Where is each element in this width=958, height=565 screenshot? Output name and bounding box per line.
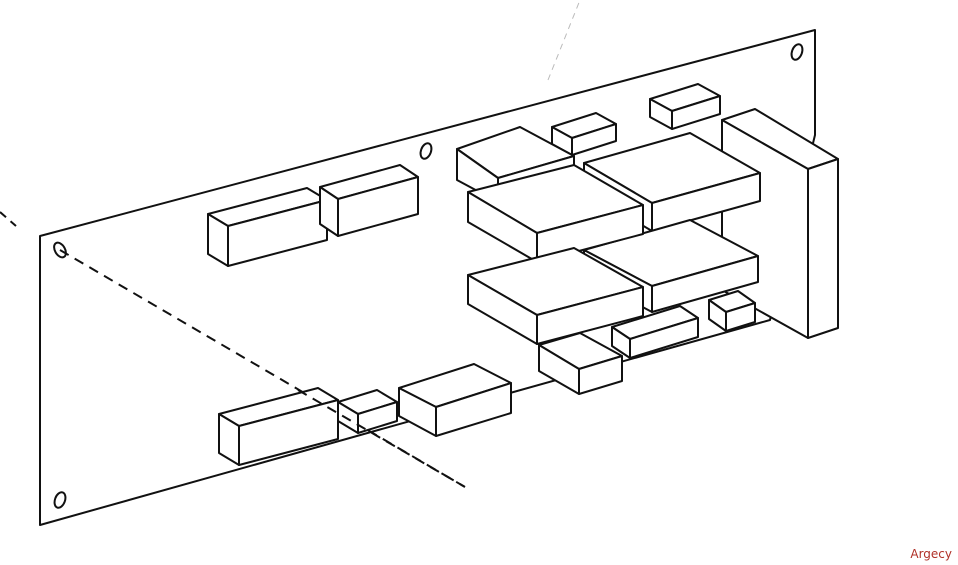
bottom-small-chip xyxy=(538,332,623,395)
chip-stack-front-large xyxy=(467,247,644,345)
guide-line-top-left xyxy=(0,211,17,227)
chip-stack-middle xyxy=(467,164,644,263)
board-group xyxy=(0,0,839,526)
chip-block-bottom-center xyxy=(611,305,699,359)
small-chip-edge xyxy=(649,83,721,130)
watermark-text: Argecy xyxy=(910,547,952,561)
bottom-module-1 xyxy=(218,387,339,466)
bottom-module-3 xyxy=(398,363,512,437)
mounting-hole-bottom-left xyxy=(53,491,67,509)
mounting-hole-top-mid xyxy=(419,142,433,160)
small-chip-bottom-right xyxy=(708,290,756,332)
relay-right xyxy=(319,164,419,237)
relay-left xyxy=(207,187,328,267)
axis-guide-line xyxy=(59,249,466,488)
axis-guide-line-front xyxy=(297,389,466,488)
bottom-module-2 xyxy=(337,389,398,434)
mounting-hole-top-right xyxy=(790,43,804,61)
top-chip-small-1 xyxy=(551,112,617,156)
guide-line-top xyxy=(547,0,581,81)
